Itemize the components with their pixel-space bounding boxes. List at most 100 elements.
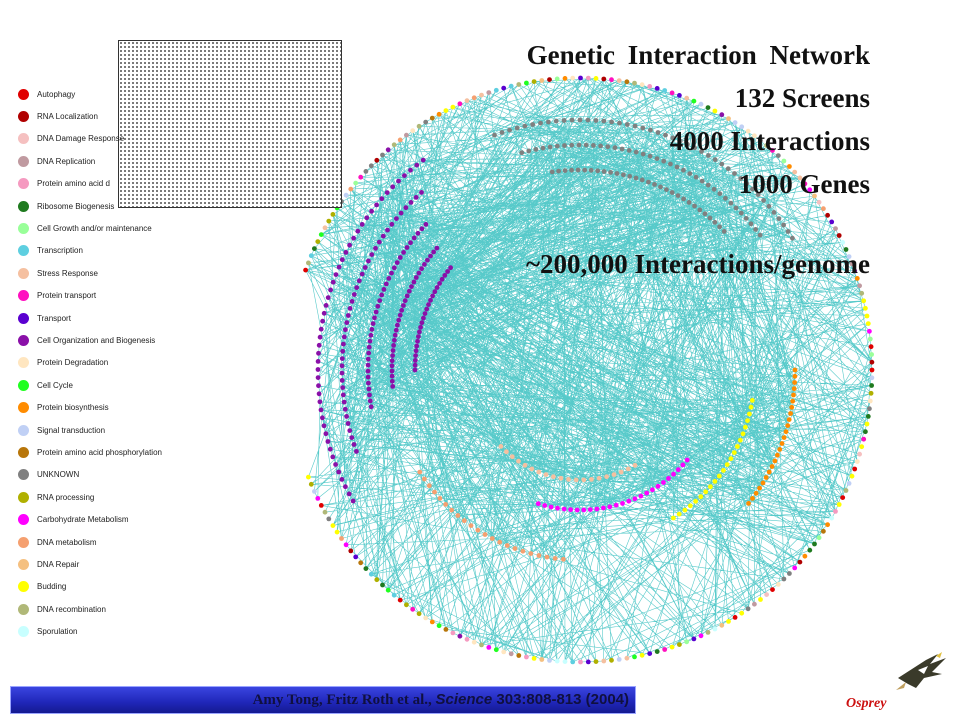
network-node [428, 253, 433, 259]
network-node [341, 341, 346, 347]
network-node [867, 398, 873, 404]
network-node [758, 597, 763, 602]
network-node [524, 80, 529, 86]
network-node [450, 104, 456, 110]
network-node [825, 212, 830, 218]
network-node [425, 257, 430, 263]
network-node [369, 327, 375, 332]
network-node [348, 548, 354, 554]
network-node [351, 292, 357, 297]
network-node [843, 488, 849, 493]
network-node [322, 225, 328, 231]
network-node [671, 515, 676, 521]
network-node [417, 329, 422, 335]
network-node [770, 148, 775, 153]
network-node [867, 336, 873, 342]
network-node [601, 76, 607, 82]
network-node [561, 118, 567, 123]
network-node [318, 407, 324, 413]
network-node [825, 522, 830, 528]
network-node [390, 353, 395, 358]
network-node [846, 481, 852, 486]
network-node [316, 383, 321, 389]
network-node [682, 507, 688, 513]
citation-authors: Amy Tong, Fritz Roth et al., [252, 692, 436, 708]
network-node [398, 210, 404, 216]
network-node [721, 468, 726, 473]
network-node [781, 435, 787, 440]
network-node [868, 344, 874, 350]
network-node [413, 195, 419, 200]
network-node [578, 659, 583, 665]
network-node [854, 276, 860, 281]
network-node [323, 431, 329, 437]
network-node [753, 227, 758, 232]
network-node [658, 184, 663, 190]
network-node [747, 411, 752, 417]
network-node [412, 367, 418, 373]
network-node [616, 78, 622, 83]
legend-swatch [18, 267, 29, 279]
network-node [414, 162, 420, 168]
network-nodes [303, 75, 875, 665]
network-node [712, 479, 718, 484]
network-node [363, 566, 369, 571]
network-node [526, 148, 532, 154]
network-node [411, 279, 417, 285]
legend-label: Protein transport [37, 291, 97, 301]
network-node [347, 306, 353, 311]
network-node [317, 334, 323, 340]
legend-label: DNA recombination [37, 604, 106, 614]
network-node [514, 125, 520, 131]
network-node [353, 180, 359, 186]
network-node [867, 328, 872, 334]
network-node [339, 363, 345, 369]
network-node [776, 216, 782, 222]
network-node [409, 284, 414, 289]
network-node [568, 507, 573, 513]
network-node [389, 378, 395, 384]
legend-item: DNA Replication [18, 153, 95, 169]
network-node [861, 436, 867, 442]
network-node [725, 166, 731, 172]
network-node [582, 167, 588, 173]
network-node [366, 380, 371, 386]
network-node [392, 332, 398, 338]
network-node [471, 95, 477, 101]
network-node [558, 475, 564, 481]
network-node [792, 373, 798, 379]
network-node [662, 647, 668, 652]
network-node [349, 435, 355, 440]
legend-item: Transcription [18, 243, 83, 259]
network-node [816, 535, 822, 541]
network-node [619, 146, 625, 152]
network-node [607, 504, 613, 510]
network-node [426, 302, 431, 307]
network-node [706, 153, 711, 158]
network-node [391, 265, 397, 271]
network-node [761, 198, 766, 203]
legend-label: Ribosome Biogenesis [37, 201, 115, 211]
network-node [326, 218, 332, 224]
network-node [576, 142, 582, 148]
network-node [344, 414, 349, 419]
network-node [375, 303, 381, 309]
network-node [705, 105, 711, 110]
network-node [764, 143, 769, 148]
network-node [377, 298, 383, 303]
network-node [539, 657, 545, 662]
legend-label: DNA Damage Response [37, 134, 125, 144]
network-node [733, 205, 739, 211]
network-node [739, 610, 745, 616]
network-node [613, 502, 619, 508]
legend-label: Signal transduction [37, 425, 106, 435]
network-node [746, 501, 751, 506]
network-node [833, 509, 838, 514]
network-node [708, 484, 713, 490]
network-node [394, 216, 399, 222]
network-node [501, 649, 507, 655]
network-node [475, 527, 481, 533]
network-node [760, 480, 766, 486]
legend-item: Cell Growth and/or maintenance [18, 220, 152, 236]
legend-label: Protein Degradation [37, 358, 109, 368]
